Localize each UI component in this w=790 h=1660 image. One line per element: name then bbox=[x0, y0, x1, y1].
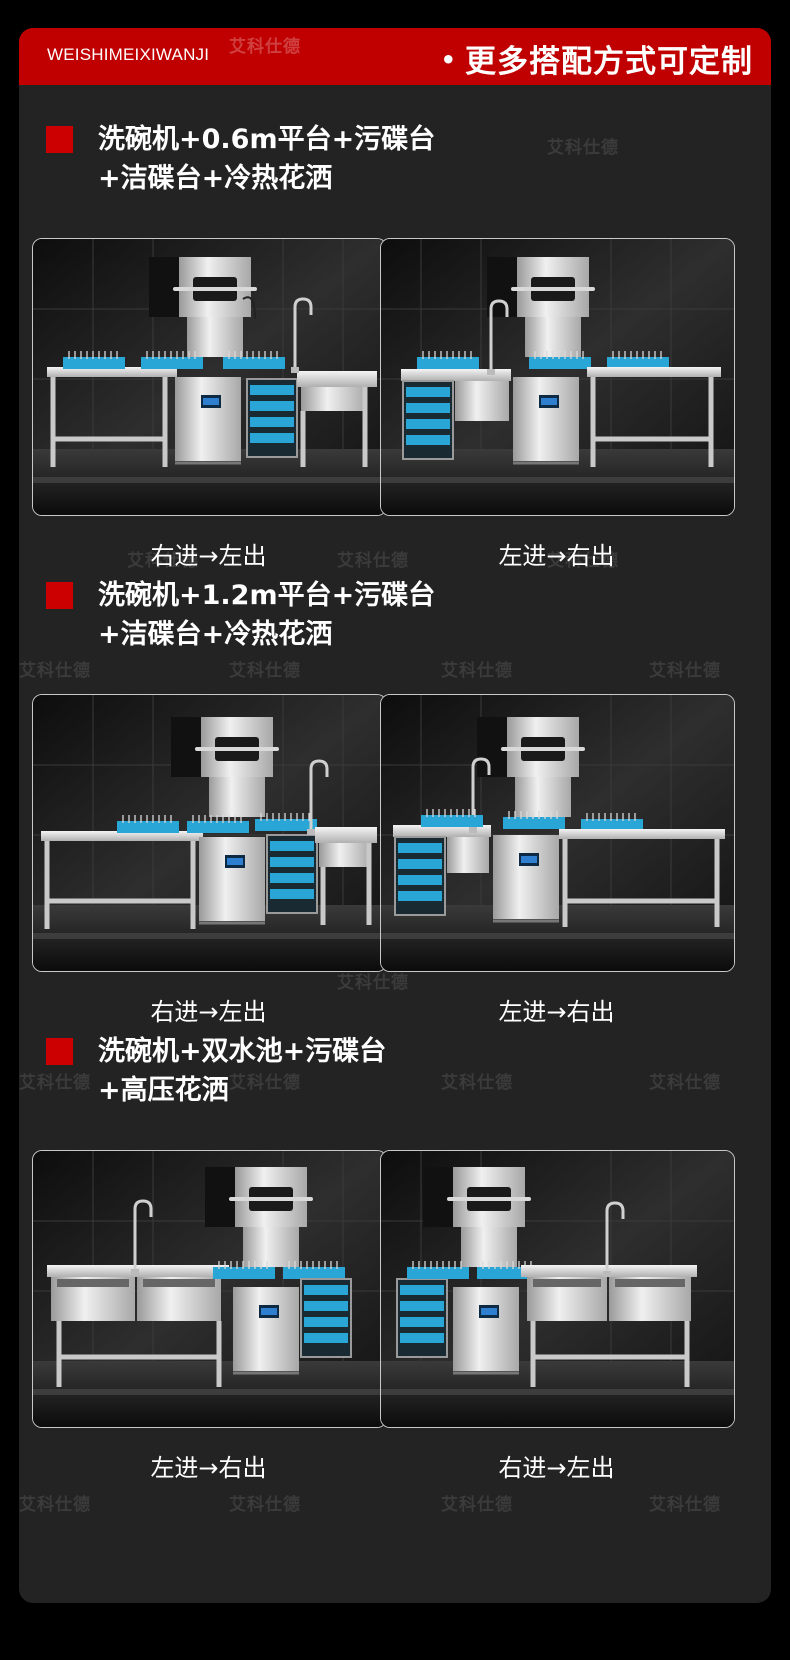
watermark: 艾科仕德 bbox=[547, 138, 619, 158]
section-marker bbox=[46, 582, 73, 609]
flow-caption-right: 右进→左出 bbox=[498, 1454, 615, 1482]
section-title-line: 洗碗机+0.6m平台+污碟台 bbox=[98, 124, 436, 155]
section-title: 洗碗机+双水池+污碟台 +高压花洒 bbox=[98, 1032, 386, 1110]
watermark: 艾科仕德 bbox=[229, 1495, 301, 1515]
product-photo-right[interactable] bbox=[380, 238, 735, 516]
header-banner: WEISHIMEIXIWANJI • 更多搭配方式可定制 bbox=[19, 28, 771, 85]
flow-caption-right: 左进→右出 bbox=[498, 542, 615, 570]
section-title-line: 洗碗机+双水池+污碟台 bbox=[98, 1036, 387, 1067]
brand-pinyin: WEISHIMEIXIWANJI bbox=[47, 45, 210, 64]
section-title-line: +洁碟台+冷热花洒 bbox=[98, 619, 333, 650]
section-marker bbox=[46, 126, 73, 153]
watermark: 艾科仕德 bbox=[19, 1495, 91, 1515]
banner-title: • 更多搭配方式可定制 bbox=[441, 36, 753, 81]
section-title-line: 洗碗机+1.2m平台+污碟台 bbox=[98, 580, 436, 611]
watermark: 艾科仕德 bbox=[649, 1495, 721, 1515]
section-title: 洗碗机+0.6m平台+污碟台 +洁碟台+冷热花洒 bbox=[98, 120, 435, 198]
flow-caption-right: 左进→右出 bbox=[498, 998, 615, 1026]
section-title-line: +洁碟台+冷热花洒 bbox=[98, 163, 333, 194]
section-title: 洗碗机+1.2m平台+污碟台 +洁碟台+冷热花洒 bbox=[98, 576, 435, 654]
watermark: 艾科仕德 bbox=[441, 661, 513, 681]
watermark: 艾科仕德 bbox=[19, 661, 91, 681]
bullet-icon: • bbox=[440, 46, 457, 74]
watermark: 艾科仕德 bbox=[229, 661, 301, 681]
flow-caption-left: 右进→左出 bbox=[150, 998, 267, 1026]
product-photo-left[interactable] bbox=[32, 238, 387, 516]
flow-caption-left: 左进→右出 bbox=[150, 1454, 267, 1482]
watermark: 艾科仕德 bbox=[649, 661, 721, 681]
product-photo-right[interactable] bbox=[380, 1150, 735, 1428]
flow-caption-left: 右进→左出 bbox=[150, 542, 267, 570]
section-title-line: +高压花洒 bbox=[98, 1075, 229, 1106]
watermark: 艾科仕德 bbox=[441, 1495, 513, 1515]
product-photo-left[interactable] bbox=[32, 694, 387, 972]
section-marker bbox=[46, 1038, 73, 1065]
content-panel: WEISHIMEIXIWANJI • 更多搭配方式可定制 艾科仕德 艾科仕德 艾科… bbox=[19, 28, 771, 1603]
watermark: 艾科仕德 bbox=[441, 1073, 513, 1093]
watermark: 艾科仕德 bbox=[649, 1073, 721, 1093]
product-photo-right[interactable] bbox=[380, 694, 735, 972]
product-photo-left[interactable] bbox=[32, 1150, 387, 1428]
watermark: 艾科仕德 bbox=[19, 1073, 91, 1093]
banner-title-text: 更多搭配方式可定制 bbox=[465, 44, 753, 80]
